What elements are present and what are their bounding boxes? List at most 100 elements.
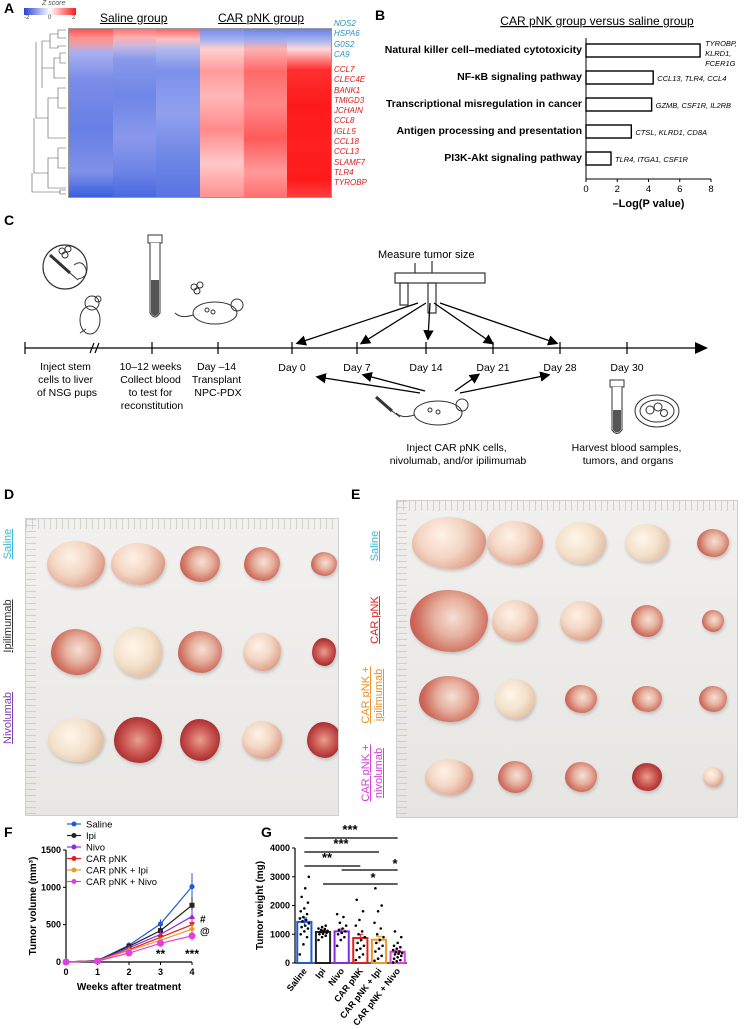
data-point xyxy=(189,902,195,908)
row-label-car-pnk: CAR pNK xyxy=(369,596,381,644)
gene-label: G0S2 xyxy=(334,39,355,49)
day-label: Day 14 xyxy=(409,362,442,374)
data-point xyxy=(395,959,399,963)
sig-annotation: # xyxy=(200,914,206,925)
x-tick-label: 1 xyxy=(95,967,100,977)
data-point xyxy=(319,930,322,934)
data-point xyxy=(378,938,382,942)
data-point xyxy=(357,932,360,936)
data-point xyxy=(302,943,305,946)
heatmap-col xyxy=(243,29,288,197)
data-point xyxy=(358,918,361,922)
pathway-label: Antigen processing and presentation xyxy=(396,125,582,137)
legend-marker xyxy=(71,867,77,873)
data-point xyxy=(374,950,377,953)
data-point xyxy=(303,930,306,933)
measure-arrow xyxy=(359,302,427,345)
gene-label: CCL7 xyxy=(334,65,355,74)
tumor-sample xyxy=(180,719,220,761)
data-point xyxy=(307,875,311,879)
x-tick-label: 4 xyxy=(189,967,194,977)
data-point xyxy=(344,924,348,927)
zscore-tick-min: -2 xyxy=(24,15,30,21)
panel-e-tumor-photo xyxy=(396,500,738,818)
legend-label: Nivo xyxy=(86,843,105,854)
data-point xyxy=(324,924,327,927)
zscore-tick-max: 2 xyxy=(72,15,76,21)
ruler-top xyxy=(397,501,737,511)
label-line: CAR pNK + xyxy=(360,666,372,724)
row-label-car-pnk-nivo: CAR pNK + nivolumab xyxy=(360,734,390,812)
data-point xyxy=(393,930,397,933)
x-tick-label: 2 xyxy=(126,967,131,977)
gene-label: CCL18 xyxy=(334,137,359,147)
panel-label-e: E xyxy=(351,486,361,502)
heatmap-col xyxy=(200,29,244,197)
tumor-sample xyxy=(495,679,535,719)
heatmap-col xyxy=(112,29,157,197)
measure-arrow xyxy=(433,302,495,345)
x-tick-label: 3 xyxy=(158,967,163,977)
data-point xyxy=(189,883,195,890)
tumor-sample xyxy=(311,552,337,576)
data-point xyxy=(307,922,311,925)
data-point xyxy=(189,926,195,933)
data-point xyxy=(397,952,400,956)
zscore-tick-mid: 0 xyxy=(48,15,52,21)
tumor-sample xyxy=(565,762,597,792)
data-point xyxy=(317,938,320,942)
heatmap-dendrogram xyxy=(31,29,66,195)
pathway-label: PI3K-Akt signaling pathway xyxy=(444,152,582,164)
weight-bar xyxy=(296,920,313,964)
tumor-sample xyxy=(114,717,162,763)
row-label-nivolumab: Nivolumab xyxy=(2,692,14,744)
treatment-arrow xyxy=(454,373,481,392)
data-point xyxy=(337,928,341,932)
tumor-sample xyxy=(487,521,543,565)
data-point xyxy=(380,954,383,958)
gene-label: CCL8 xyxy=(334,116,355,126)
y-tick-label: 1000 xyxy=(270,929,290,939)
data-point xyxy=(374,886,377,890)
data-point xyxy=(398,950,401,953)
sig-annotation: *** xyxy=(333,836,349,851)
data-point xyxy=(318,932,321,936)
pathway-genes: TYROBP, xyxy=(705,39,737,48)
data-point xyxy=(393,953,397,956)
tumor-sample xyxy=(631,605,663,637)
label-line: ipilimumab xyxy=(373,668,385,722)
data-point xyxy=(299,932,303,936)
syringe-circle-icon xyxy=(42,244,88,290)
sig-annotation: @ xyxy=(200,926,210,937)
x-tick-label: 2 xyxy=(615,184,620,195)
group-label-car-pnk: CAR pNK group xyxy=(218,11,305,25)
data-point xyxy=(335,944,339,948)
blood-tube-icon xyxy=(147,234,163,318)
measure-arrow xyxy=(439,302,559,346)
tumor-sample xyxy=(697,529,729,557)
day-label: Day 21 xyxy=(476,362,509,374)
data-point xyxy=(157,939,164,947)
data-point xyxy=(157,921,164,927)
data-point xyxy=(392,957,396,960)
data-point xyxy=(377,947,381,950)
treated-mouse-icon xyxy=(395,398,469,426)
mouse-pup-icon xyxy=(79,295,102,335)
pathway-genes: CCL13, TLR4, CCL4 xyxy=(657,74,726,83)
gene-label: TLR4 xyxy=(334,167,354,177)
panel-label-b: B xyxy=(375,7,386,23)
heatmap-col xyxy=(287,29,332,197)
data-point xyxy=(400,951,404,955)
data-point xyxy=(379,927,383,930)
data-point xyxy=(320,935,324,939)
pathway-genes: TLR4, ITGA1, CSF1R xyxy=(615,155,689,164)
genes-down-list: CCL7 CLEC4E BANK1 TMIGD3 JCHAIN CCL8 IGL… xyxy=(334,65,367,189)
gene-label: CCL13 xyxy=(334,147,359,157)
data-point xyxy=(94,957,101,965)
data-point xyxy=(300,925,303,929)
row-label-saline: Saline xyxy=(369,530,381,562)
pathway-label: NF-κB signaling pathway xyxy=(457,71,582,83)
legend-label: CAR pNK xyxy=(86,854,128,865)
sig-annotation: *** xyxy=(342,822,358,837)
